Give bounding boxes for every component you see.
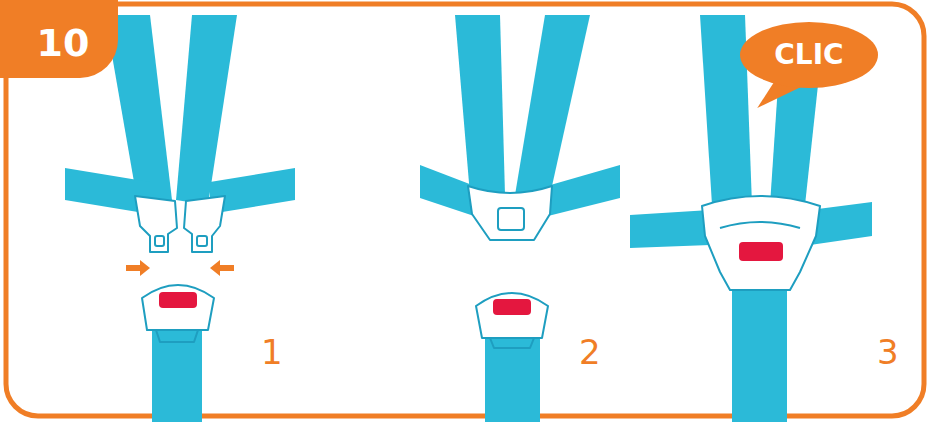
step-badge: 10 xyxy=(0,0,118,78)
step-number: 10 xyxy=(37,24,90,62)
buckles xyxy=(135,186,820,348)
sound-word: CLIC xyxy=(774,41,843,69)
step-number: 1 xyxy=(261,335,283,369)
push-arrows xyxy=(126,260,234,276)
speech-bubble: CLIC xyxy=(740,22,878,88)
step-number: 3 xyxy=(877,335,899,369)
straps xyxy=(65,15,872,422)
release-buttons xyxy=(159,242,783,315)
step-number: 2 xyxy=(579,335,601,369)
bubble-body xyxy=(740,22,878,88)
